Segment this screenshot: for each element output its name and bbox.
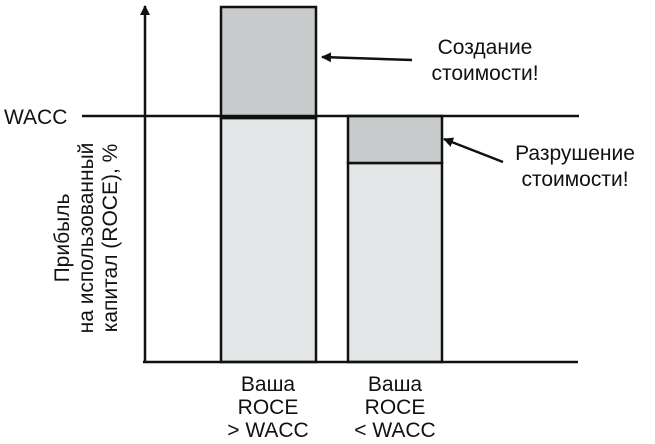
bar-2-base: [346, 161, 444, 364]
callout-arrow-creation: [321, 52, 413, 63]
bar-2-caption-line-2: ROCE: [365, 396, 426, 419]
bar-2-caption-line-3: < WACC: [354, 419, 435, 442]
bar-2-caption-line-1: Ваша: [368, 373, 423, 396]
callout-creation-line-1: Создание: [438, 36, 533, 59]
bar-1-caption-line-1: Ваша: [241, 373, 296, 396]
callout-destruction-line-2: стоимости!: [521, 168, 628, 191]
bar-roce-below-wacc: [346, 114, 444, 364]
callout-destruction-line-1: Разрушение: [515, 142, 635, 165]
bar-1-caption-line-3: > WACC: [227, 419, 308, 442]
bar-roce-above-wacc: [219, 5, 318, 364]
callout-creation-line-2: стоимости!: [431, 62, 538, 85]
y-axis-label-line-2: на использованный: [75, 143, 98, 334]
wacc-label: WACC: [4, 106, 67, 129]
y-axis-label-line-1b: Прибыль: [51, 194, 74, 283]
y-axis-label-group: Прибыль на использованный капитал (ROCE)…: [51, 143, 122, 334]
callout-arrow-destruction: [443, 137, 504, 164]
bar-1-caption-line-2: ROCE: [238, 396, 299, 419]
bar-2-value-destruction-segment: [346, 114, 444, 165]
bar-1-value-creation-segment: [219, 5, 318, 120]
y-axis-label-line-3: капитал (ROCE), %: [99, 144, 122, 333]
bar-1-base: [219, 116, 318, 364]
